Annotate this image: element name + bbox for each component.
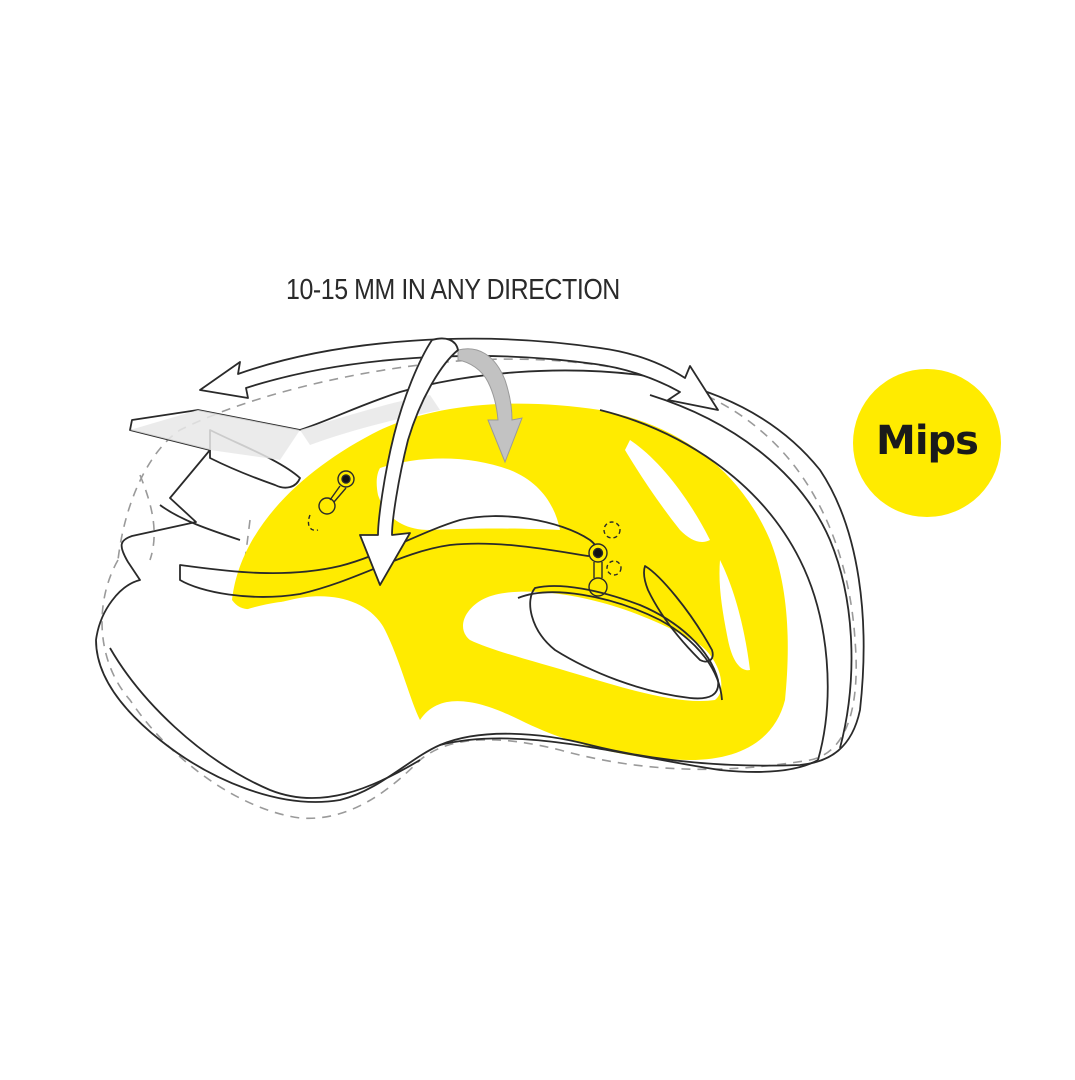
helmet-shell-outline: [95, 369, 865, 803]
rotation-arrow-white: [359, 337, 459, 586]
movement-range-caption: 10-15 MM IN ANY DIRECTION: [286, 274, 620, 306]
rear-anchor-point: [588, 521, 622, 597]
mips-logo-text: Mips: [876, 418, 979, 464]
horizontal-motion-arrow: [199, 337, 719, 411]
front-anchor-point: [307, 470, 355, 532]
helmet-vents: [240, 440, 750, 720]
rotation-arrow-gray: [457, 348, 523, 464]
mips-logo-badge: Mips: [853, 369, 1001, 517]
